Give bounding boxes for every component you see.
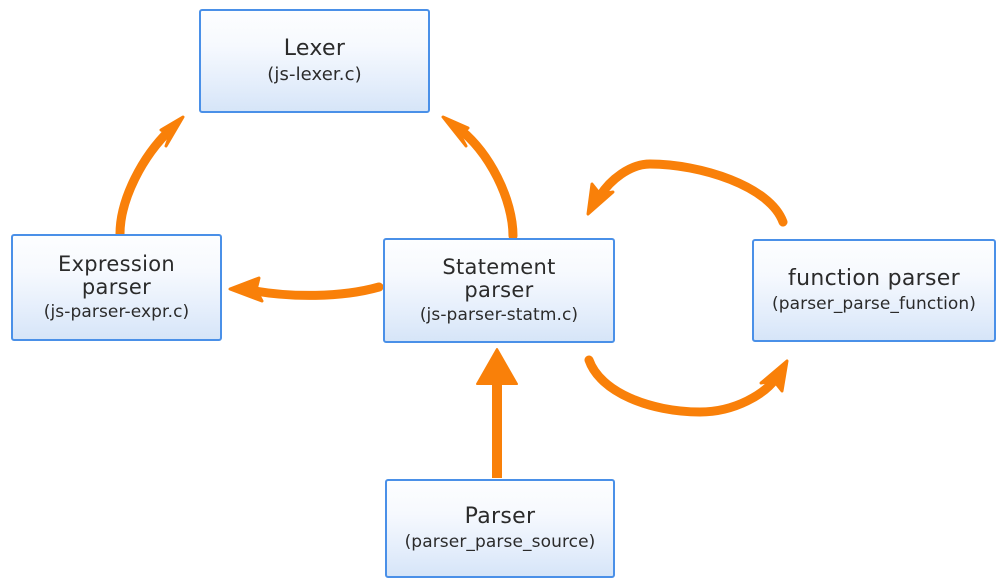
edge-function-parser-to-statement-parser bbox=[586, 159, 788, 227]
node-parser-subtitle: (parser_parse_source) bbox=[404, 531, 596, 552]
node-parser[interactable]: Parser (parser_parse_source) bbox=[385, 479, 615, 578]
node-statement-parser-subtitle: (js-parser-statm.c) bbox=[419, 305, 579, 325]
node-lexer-title: Lexer bbox=[283, 36, 346, 62]
node-parser-title: Parser bbox=[464, 504, 536, 530]
edge-statement-parser-to-expression-parser bbox=[228, 276, 384, 303]
node-function-parser[interactable]: function parser (parser_parse_function) bbox=[752, 239, 996, 342]
node-expression-parser[interactable]: Expression parser (js-parser-expr.c) bbox=[11, 234, 222, 341]
edge-parser-to-statement-parser bbox=[476, 348, 518, 478]
edge-statement-parser-to-lexer bbox=[441, 115, 518, 241]
node-expression-parser-title-line2: parser bbox=[81, 275, 152, 300]
node-expression-parser-title-line1: Expression bbox=[58, 251, 175, 276]
node-lexer-subtitle: (js-lexer.c) bbox=[267, 63, 362, 85]
edge-statement-parser-to-function-parser bbox=[584, 355, 789, 417]
node-statement-parser-title-line2: parser bbox=[464, 278, 534, 303]
edge-expression-parser-to-lexer bbox=[115, 115, 185, 239]
node-statement-parser[interactable]: Statement parser (js-parser-statm.c) bbox=[383, 238, 615, 343]
node-lexer[interactable]: Lexer (js-lexer.c) bbox=[199, 9, 430, 113]
node-function-parser-title: function parser bbox=[788, 266, 960, 292]
node-function-parser-subtitle: (parser_parse_function) bbox=[771, 293, 977, 314]
node-statement-parser-title-line1: Statement bbox=[442, 254, 556, 279]
node-expression-parser-subtitle: (js-parser-expr.c) bbox=[43, 302, 190, 322]
